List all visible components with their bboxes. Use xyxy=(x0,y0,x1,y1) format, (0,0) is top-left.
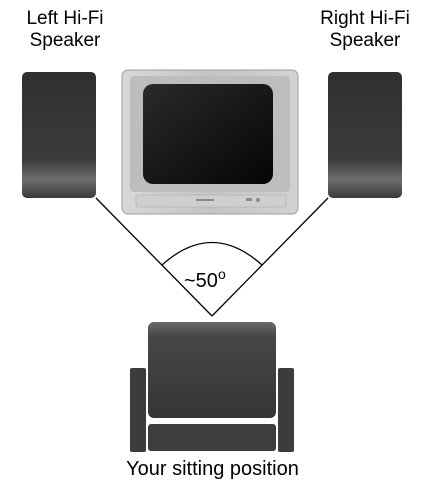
right-speaker-label-line2: Speaker xyxy=(329,30,401,51)
armchair xyxy=(130,322,294,452)
left-speaker-label-line1: Left Hi-Fi xyxy=(26,8,104,29)
angle-degree-symbol: o xyxy=(217,266,226,282)
tv-screen xyxy=(143,84,273,184)
right-speaker xyxy=(328,72,402,198)
left-speaker-label: Left Hi-Fi Speaker xyxy=(10,8,120,52)
angle-label: ~50o xyxy=(184,263,226,292)
listening-lines xyxy=(95,197,329,317)
sitting-position-caption: Your sitting position xyxy=(0,458,425,480)
angle-arc xyxy=(161,241,263,266)
angle-value: ~50 xyxy=(184,270,218,292)
right-speaker-label-line1: Right Hi-Fi xyxy=(320,8,410,29)
television xyxy=(121,69,299,215)
right-speaker-label: Right Hi-Fi Speaker xyxy=(305,8,425,52)
sitting-position-caption-text: Your sitting position xyxy=(126,458,299,480)
left-speaker xyxy=(22,72,96,198)
left-speaker-label-line2: Speaker xyxy=(29,30,101,51)
